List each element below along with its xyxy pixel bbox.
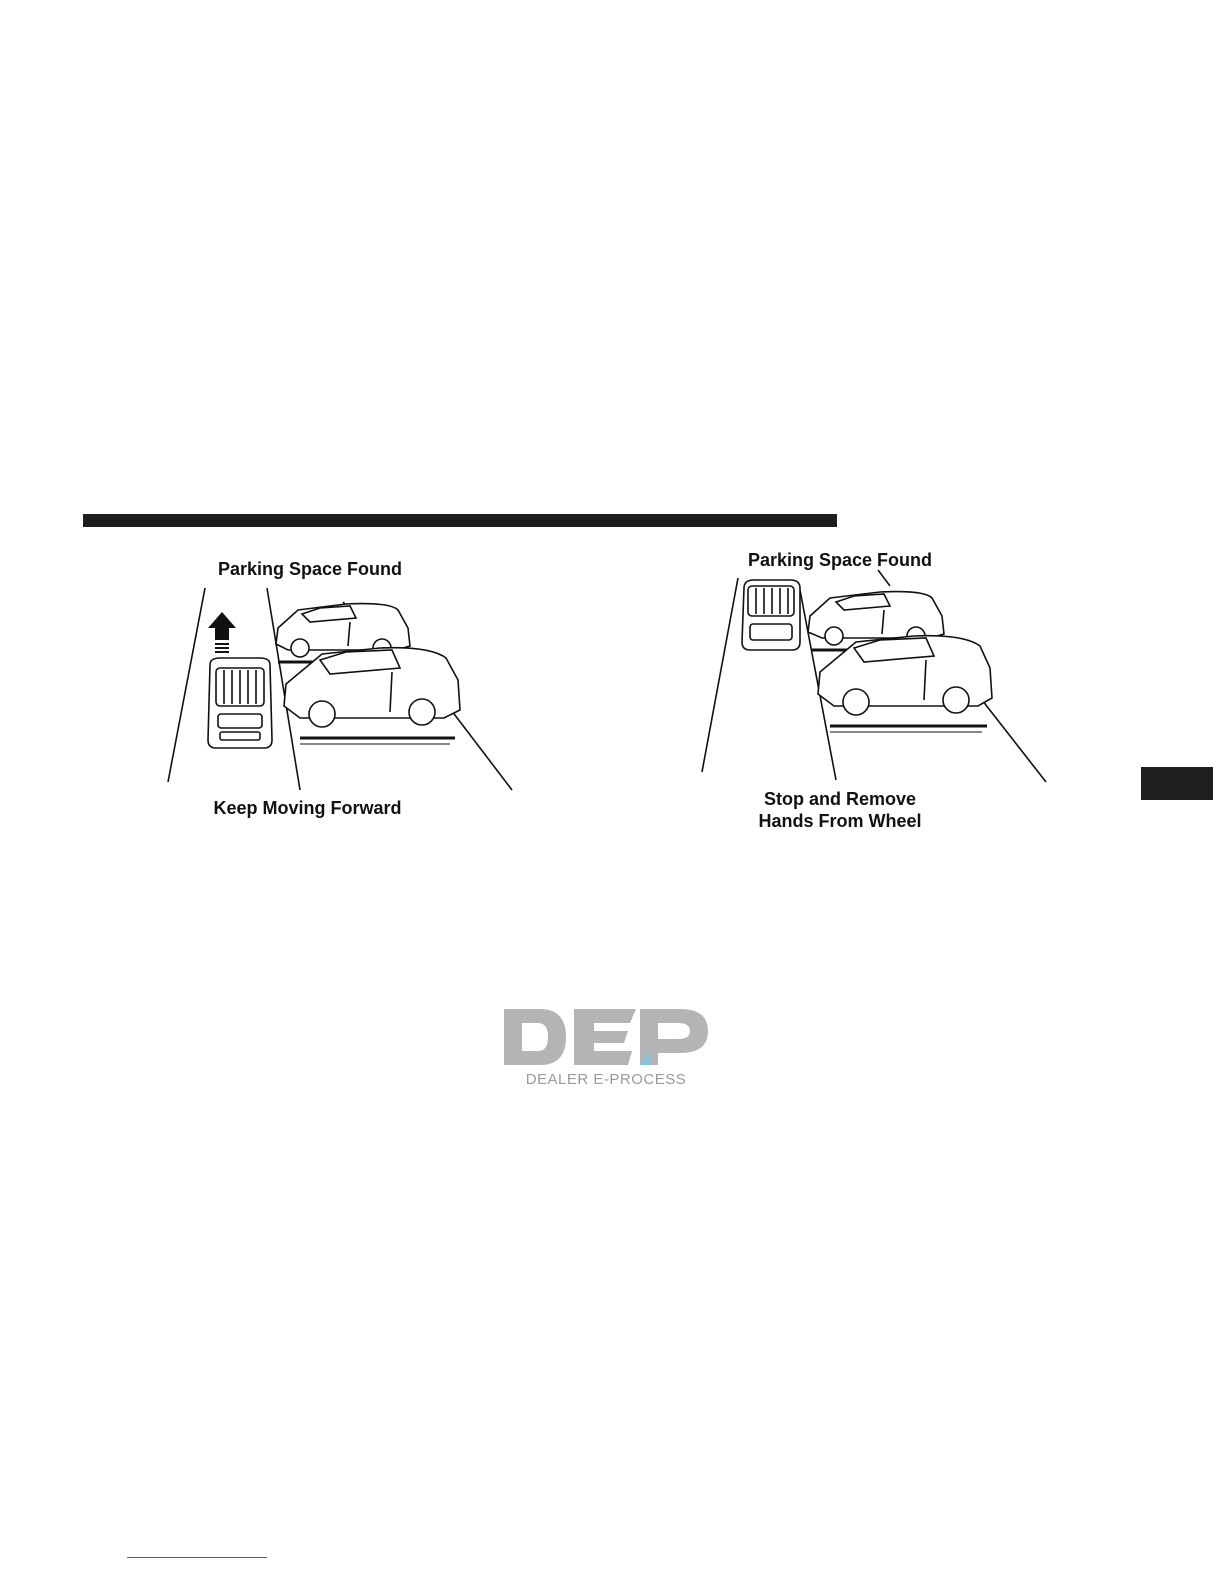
parking-diagram-right: Parking Space Found Stop and Remove Hand… [690, 540, 1060, 840]
footer-link-underline[interactable] [127, 1557, 267, 1558]
left-top-label: Parking Space Found [210, 558, 410, 580]
parked-car-rear-icon [818, 636, 992, 715]
right-top-label: Parking Space Found [740, 549, 940, 571]
dep-logo-mark [500, 1005, 712, 1071]
left-bottom-label: Keep Moving Forward [200, 797, 415, 819]
chapter-tab [1141, 767, 1213, 800]
right-bottom-label-line1: Stop and Remove [735, 788, 945, 810]
parking-diagram-left: Parking Space Found Keep Moving Forward [160, 550, 530, 840]
logo-tagline: DEALER E-PROCESS [500, 1071, 712, 1088]
parked-car-rear-icon [284, 648, 460, 727]
moving-car-icon [208, 658, 272, 748]
right-bottom-label-line2: Hands From Wheel [735, 810, 945, 832]
forward-arrow-icon [208, 612, 236, 653]
dealer-eprocess-logo: DEALER E-PROCESS [500, 1005, 712, 1087]
section-rule [83, 514, 837, 527]
stopped-car-icon [742, 580, 800, 650]
